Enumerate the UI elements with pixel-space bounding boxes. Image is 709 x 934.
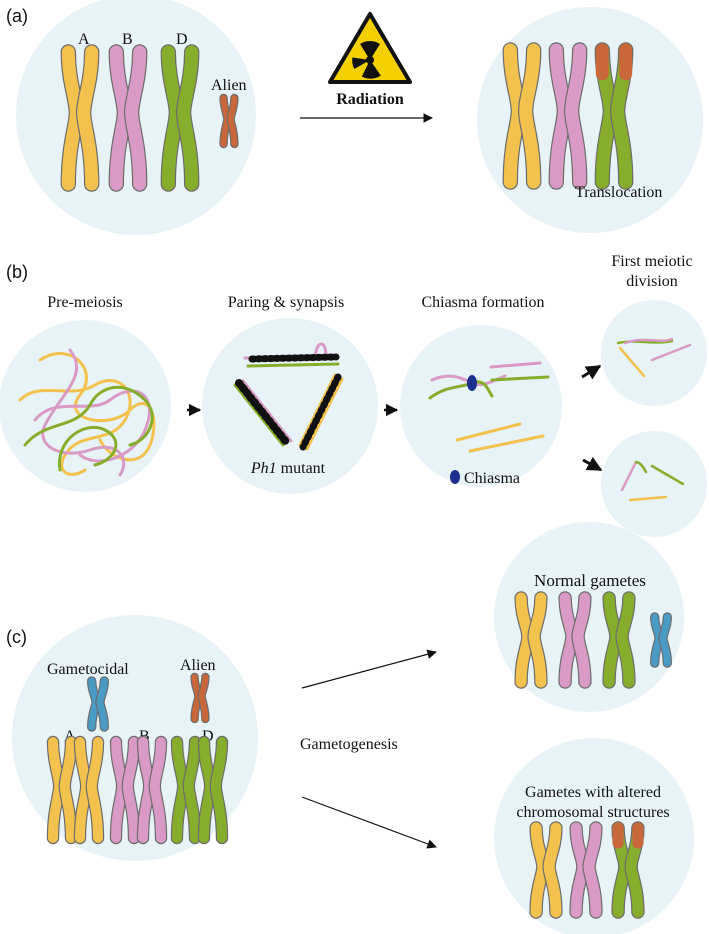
panel-c-chromosome-d2 <box>197 735 229 845</box>
stage-label-pairing: Paring & synapsis <box>228 294 344 311</box>
panel-b: (b) Pre-meiosis Paring & synapsis Chiasm… <box>0 253 707 537</box>
gametocidal-label: Gametocidal <box>47 661 129 678</box>
arrow-chiasma-to-division-bottom <box>582 456 603 472</box>
stage-label-premeiosis: Pre-meiosis <box>47 294 123 311</box>
chromosome-b <box>108 44 148 192</box>
division-circle-bottom <box>601 431 707 537</box>
normal-gamete-a <box>514 591 548 689</box>
panel-c: (c) Gametocidal Alien A B D Gametogenesi… <box>6 522 694 934</box>
gametogenesis-label: Gametogenesis <box>300 736 398 753</box>
arrow-chiasma-to-division-top <box>581 364 602 380</box>
chiasma-marker <box>467 375 477 391</box>
panel-c-chromosome-a1 <box>46 735 78 845</box>
panel-c-alien-label: Alien <box>180 657 216 674</box>
chiasma-legend-icon <box>450 470 460 484</box>
panel-a: (a) A B D Alien Radiation Translocation <box>6 0 703 235</box>
stage-label-chiasma: Chiasma formation <box>421 294 544 311</box>
division-bottom-strands <box>620 460 685 502</box>
result-chromosome-d-translocated <box>594 42 634 190</box>
translocation-label: Translocation <box>575 184 662 201</box>
chiasma-circle <box>400 325 562 487</box>
panel-c-label-d: D <box>202 728 214 745</box>
stage-label-division-line2: division <box>626 273 678 290</box>
division-top-strands <box>616 337 692 378</box>
pairing-circle <box>202 318 378 494</box>
result-chromosome-a <box>502 42 542 190</box>
chromosome-d <box>160 44 200 192</box>
normal-gamete-gametocidal <box>650 612 672 668</box>
altered-gamete-d-translocated <box>611 821 645 919</box>
normal-gamete-b <box>558 591 592 689</box>
alien-label: Alien <box>211 77 247 94</box>
arrow-to-normal-gametes <box>301 649 437 689</box>
chiasma-legend-label: Chiasma <box>464 470 520 487</box>
chromosome-label-b: B <box>122 31 133 48</box>
panel-c-chromosome-d1 <box>170 735 202 845</box>
normal-gamete-d <box>602 591 636 689</box>
result-chromosome-b <box>548 42 588 190</box>
panel-c-chromosome-b2 <box>136 735 168 845</box>
normal-gametes-label: Normal gametes <box>534 571 646 590</box>
division-circle-top <box>601 300 707 406</box>
panel-c-label: (c) <box>6 627 27 647</box>
altered-gamete-b <box>569 821 603 919</box>
chromosome-label-d: D <box>176 31 188 48</box>
chromosome-tangle <box>18 348 156 477</box>
altered-gametes-label-line1: Gametes with altered <box>525 784 661 801</box>
chromosome-label-a: A <box>78 31 90 48</box>
panel-c-alien-chromosome <box>190 672 210 724</box>
altered-gametes-label-line2: chromosomal structures <box>516 804 669 821</box>
panel-c-chromosome-a2 <box>73 735 105 845</box>
altered-gamete-a <box>529 821 563 919</box>
chromosome-a <box>60 44 100 192</box>
radiation-label: Radiation <box>336 91 404 108</box>
gametocidal-chromosome <box>87 676 109 732</box>
radiation-warning-icon <box>328 12 412 84</box>
panel-c-chromosome-b1 <box>109 735 141 845</box>
panel-b-label: (b) <box>6 262 28 282</box>
alien-chromosome <box>219 93 239 149</box>
panel-a-label: (a) <box>6 6 28 26</box>
synapsis-pairs <box>233 342 344 451</box>
stage-label-division-line1: First meiotic <box>611 253 692 270</box>
arrow-to-altered-gametes <box>301 796 437 849</box>
ph1-mutant-label: Ph1 mutant <box>250 460 326 477</box>
